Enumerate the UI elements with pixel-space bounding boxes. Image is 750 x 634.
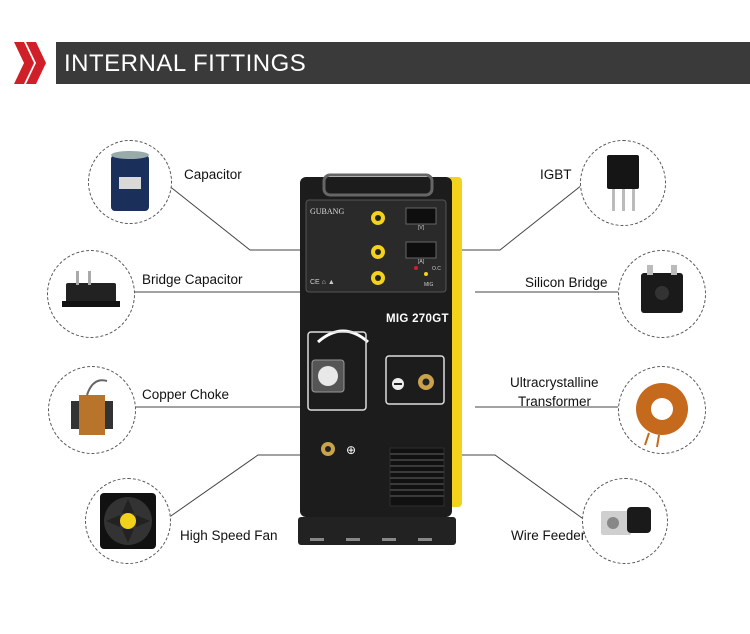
fan-icon bbox=[100, 493, 156, 549]
wire-feeder-image bbox=[582, 478, 668, 564]
chevron-logo-icon bbox=[14, 42, 46, 84]
indicator-mig: MIG bbox=[424, 282, 434, 288]
transformer-icon bbox=[636, 383, 688, 448]
label-copper-choke: Copper Choke bbox=[142, 387, 230, 402]
capacitor-icon bbox=[111, 151, 149, 211]
igbt-image bbox=[580, 140, 666, 226]
bridge-capacitor-icon bbox=[62, 271, 120, 307]
label-igbt: IGBT bbox=[540, 167, 572, 182]
welding-machine: CE ⌂ ▲ ⊕ bbox=[298, 173, 462, 545]
copper-choke-image bbox=[48, 366, 136, 454]
machine-brand: GUBANG bbox=[310, 207, 345, 216]
machine-model: MIG 270GT bbox=[386, 313, 449, 325]
section-banner: INTERNAL FITTINGS bbox=[0, 42, 750, 84]
silicon-bridge-image bbox=[618, 250, 706, 338]
label-wire-feeder: Wire Feeder bbox=[511, 528, 586, 543]
bridge-capacitor-image bbox=[47, 250, 135, 338]
wire-feeder-icon bbox=[601, 507, 651, 535]
transformer-image bbox=[618, 366, 706, 454]
svg-text:⊕: ⊕ bbox=[346, 443, 356, 457]
copper-choke-icon bbox=[71, 379, 113, 435]
fan-image bbox=[85, 478, 171, 564]
page-title: INTERNAL FITTINGS bbox=[64, 50, 307, 77]
label-bridge-capacitor: Bridge Capacitor bbox=[142, 272, 243, 287]
panel-unit-v: [V] bbox=[418, 225, 425, 231]
indicator-oc: O.C bbox=[432, 266, 441, 272]
igbt-icon bbox=[607, 155, 639, 211]
banner-bar bbox=[56, 42, 750, 84]
label-silicon-bridge: Silicon Bridge bbox=[525, 275, 608, 290]
svg-text:CE ⌂ ▲: CE ⌂ ▲ bbox=[310, 279, 335, 286]
label-high-speed-fan: High Speed Fan bbox=[180, 528, 278, 543]
label-capacitor: Capacitor bbox=[184, 167, 242, 182]
label-transformer-line1: Ultracrystalline bbox=[510, 375, 599, 390]
silicon-bridge-icon bbox=[641, 265, 683, 313]
label-transformer-line2: Transformer bbox=[518, 394, 592, 409]
panel-unit-a: [A] bbox=[418, 259, 425, 265]
capacitor-image bbox=[88, 140, 172, 224]
